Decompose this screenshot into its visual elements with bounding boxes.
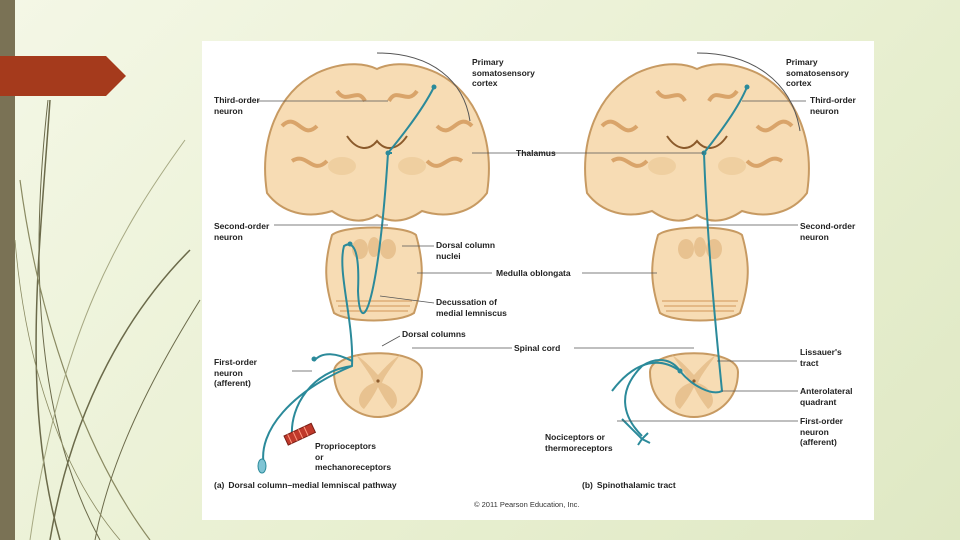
proprioceptor-a xyxy=(283,422,317,446)
title-marker-tab xyxy=(0,56,126,96)
medulla-a xyxy=(325,226,423,322)
mechanoreceptor-a xyxy=(257,458,267,474)
label-a-dorsal-column-nuclei: Dorsal column nuclei xyxy=(436,240,496,261)
label-b-lissauer-tract: Lissauer's tract xyxy=(800,347,842,368)
caption-b-text: Spinothalamic tract xyxy=(596,480,676,490)
label-medulla-oblongata: Medulla oblongata xyxy=(496,268,571,278)
label-a-receptors: Proprioceptors or mechanoreceptors xyxy=(315,441,392,472)
caption-a-text: Dorsal column–medial lemniscal pathway xyxy=(228,480,397,490)
pathway-drawing xyxy=(257,52,811,474)
label-b-third-order-neuron: Third-order neuron xyxy=(810,95,856,116)
label-thalamus: Thalamus xyxy=(516,148,556,158)
label-a-primary-cortex: Primary somatosensory cortex xyxy=(472,57,535,88)
medulla-b xyxy=(651,226,749,322)
somatosensory-pathways-figure: Primary somatosensory cortex Third-order… xyxy=(202,41,874,520)
grass-decoration xyxy=(14,99,201,540)
label-a-third-order-neuron: Third-order neuron xyxy=(214,95,260,116)
caption-b-letter: (b) xyxy=(582,480,593,490)
copyright-notice: © 2011 Pearson Education, Inc. xyxy=(474,500,580,509)
caption-a-letter: (a) xyxy=(214,480,225,490)
label-b-anterolateral-quadrant: Anterolateral quadrant xyxy=(800,386,853,407)
caption-b: (b)Spinothalamic tract xyxy=(582,480,676,490)
caption-a: (a)Dorsal column–medial lemniscal pathwa… xyxy=(214,480,397,490)
slide-left-strip xyxy=(0,0,15,540)
label-a-dorsal-columns: Dorsal columns xyxy=(402,329,466,339)
label-a-decussation: Decussation of medial lemniscus xyxy=(436,297,507,318)
label-b-second-order-neuron: Second-order neuron xyxy=(800,221,856,242)
label-a-first-order-neuron: First-order neuron (afferent) xyxy=(214,357,257,388)
label-a-second-order-neuron: Second-order neuron xyxy=(214,221,270,242)
label-b-primary-cortex: Primary somatosensory cortex xyxy=(786,57,849,88)
spinal-cord-a xyxy=(333,352,423,418)
brain-a xyxy=(263,62,491,223)
label-b-first-order-neuron: First-order neuron (afferent) xyxy=(800,416,843,447)
label-spinal-cord: Spinal cord xyxy=(514,343,561,353)
label-b-receptors: Nociceptors or thermoreceptors xyxy=(545,432,613,453)
brain-b xyxy=(583,62,811,223)
